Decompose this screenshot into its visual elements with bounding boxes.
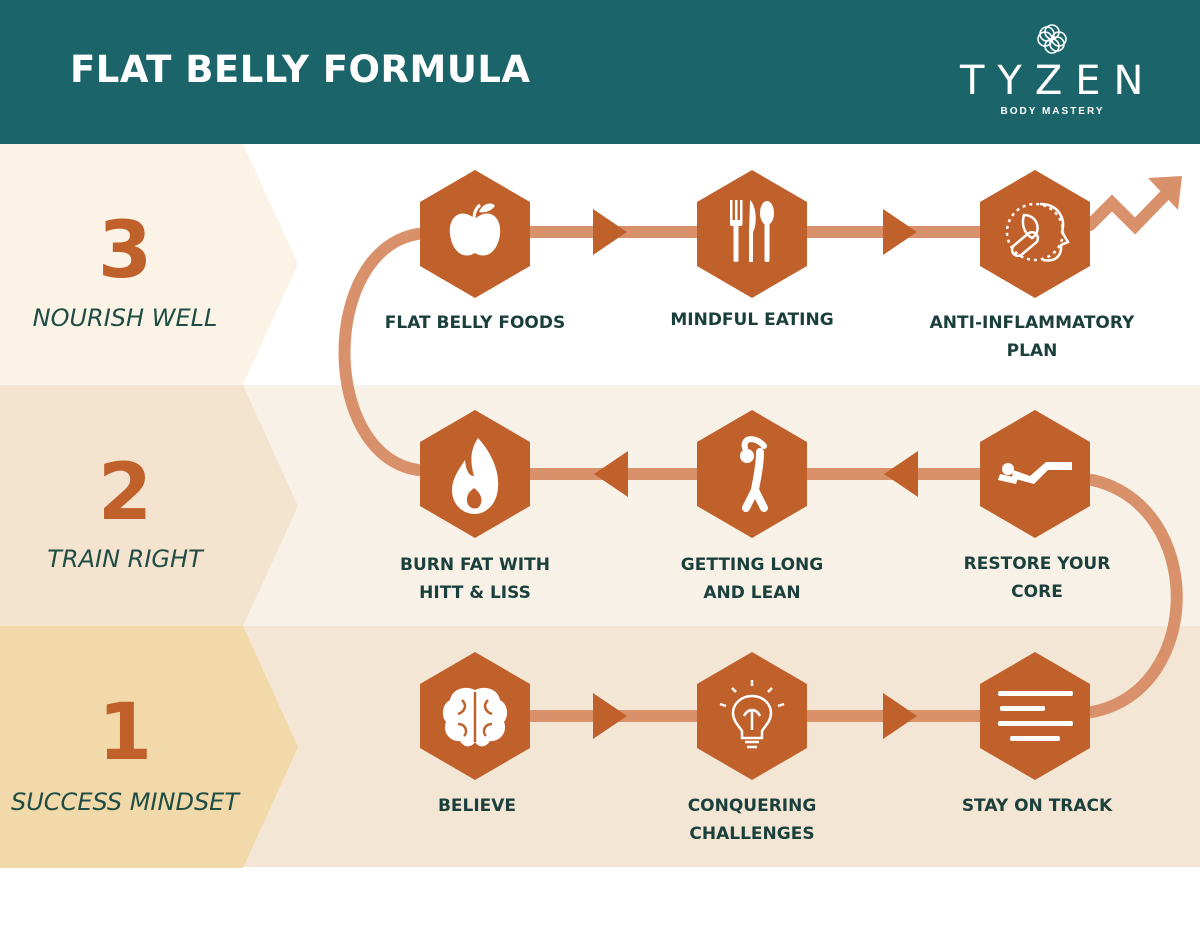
hexagon (980, 652, 1090, 780)
growth-arrow-head-icon (1148, 176, 1182, 210)
apple-icon (449, 203, 501, 256)
step-label: FLAT BELLY FOODS (384, 313, 566, 333)
arrow-left-icon (594, 451, 628, 497)
path-curve-left (338, 228, 424, 476)
stage-chevron-1 (0, 626, 298, 868)
stage-chevron-2 (0, 385, 298, 626)
arrow-right-icon (883, 693, 917, 739)
arrow-left-icon (884, 451, 918, 497)
stage-name: TRAIN RIGHT (47, 545, 203, 573)
arrow-right-icon (883, 209, 917, 255)
stage-name: SUCCESS MINDSET (11, 788, 239, 816)
list-lines-icon (998, 691, 1073, 741)
hexagon (697, 410, 807, 538)
stage-name: NOURISH WELL (32, 304, 218, 332)
arrow-right-icon (593, 693, 627, 739)
crunch-icon (998, 462, 1072, 484)
page-title: FLAT BELLY FORMULA (70, 48, 531, 91)
brand-name: TYZEN (960, 58, 1157, 104)
anti-inflammatory-icon (1005, 202, 1070, 262)
header-bar: FLAT BELLY FORMULA TYZEN BODY MASTERY (0, 0, 1200, 144)
stage-chevron-3 (0, 144, 298, 385)
stage-number: 1 (97, 688, 153, 778)
step-label: BELIEVE (437, 796, 517, 816)
cutlery-icon (730, 200, 774, 262)
stretch-icon (740, 436, 768, 512)
arrow-right-icon (593, 209, 627, 255)
flower-logo-icon (1037, 24, 1067, 54)
stage-number: 3 (97, 206, 153, 296)
brand-logo: TYZEN BODY MASTERY (950, 22, 1155, 117)
brand-tagline: BODY MASTERY (1000, 106, 1105, 117)
brain-icon (442, 687, 508, 747)
growth-zigzag (1084, 186, 1174, 235)
path-curve-right (1086, 474, 1183, 718)
flame-icon (452, 438, 499, 514)
step-label: STAY ON TRACK (961, 796, 1113, 816)
step-label: MINDFUL EATING (670, 310, 834, 330)
lightbulb-icon (719, 680, 785, 749)
stage-number: 2 (97, 448, 153, 538)
